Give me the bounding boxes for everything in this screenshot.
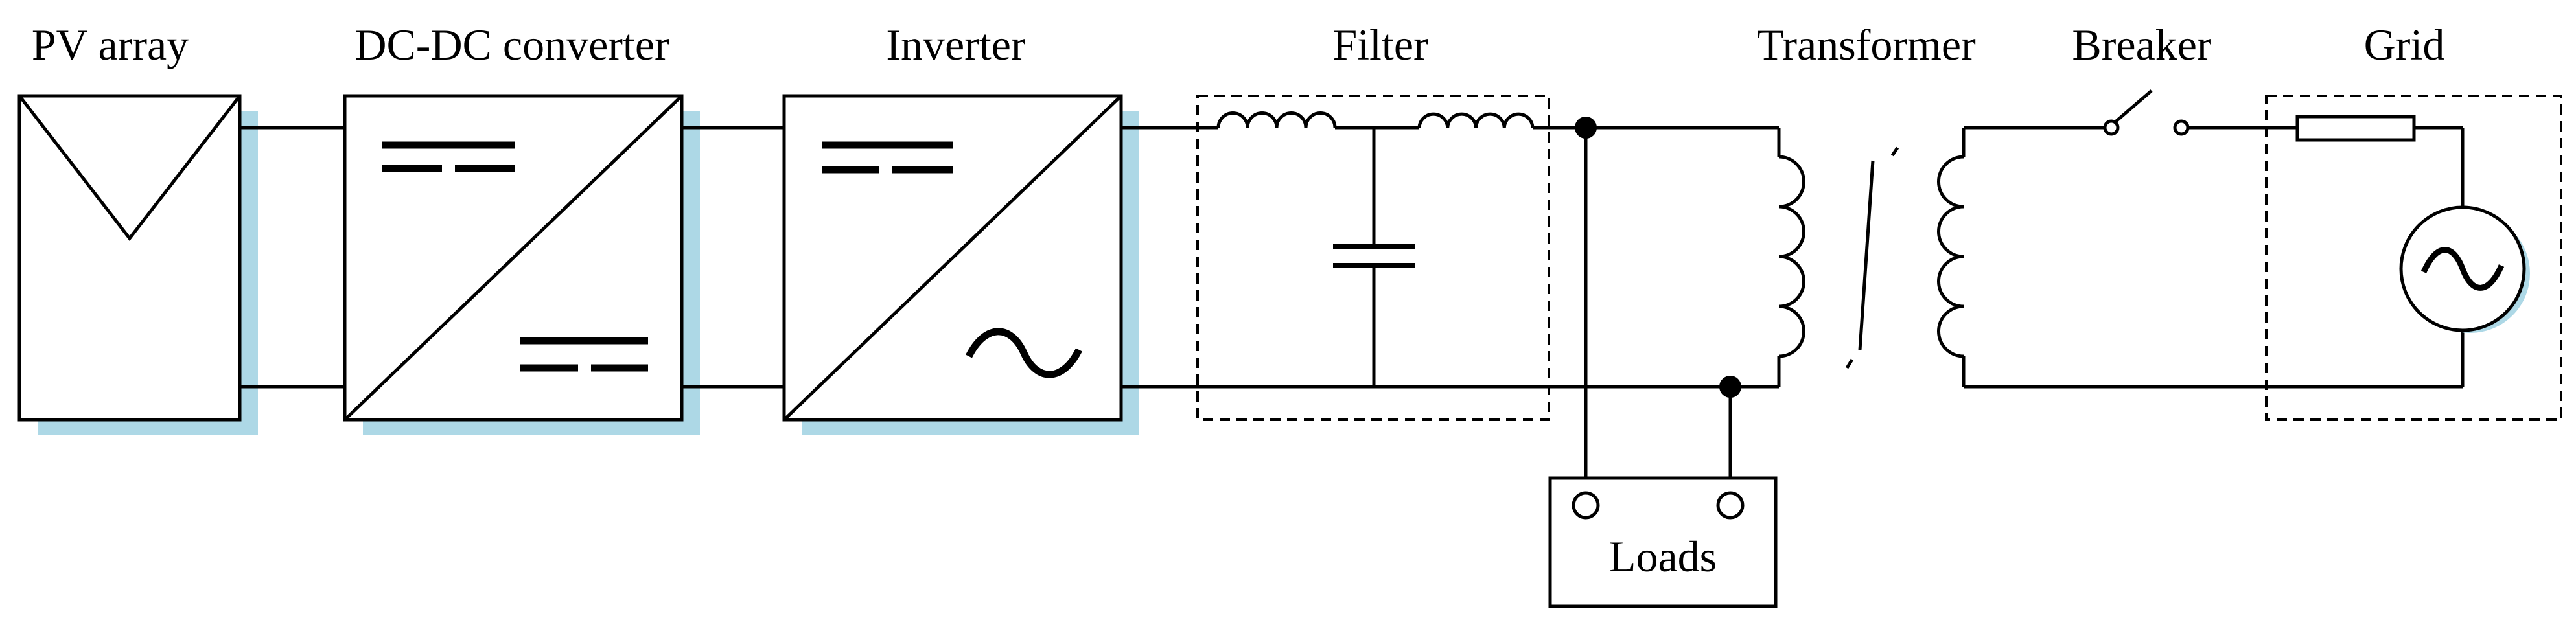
capacitor-icon xyxy=(1333,128,1415,387)
filter-boundary xyxy=(1196,95,1550,421)
label-breaker: Breaker xyxy=(2072,20,2212,69)
solar-panel-icon xyxy=(17,94,258,435)
dc-bus-wires-2 xyxy=(682,126,784,389)
transformer-icon xyxy=(1777,126,2463,389)
grid-boundary xyxy=(2265,95,2562,421)
label-dcdc-converter: DC-DC converter xyxy=(354,20,669,69)
label-inverter: Inverter xyxy=(886,20,1026,69)
resistor-icon xyxy=(2295,115,2416,142)
label-pv-array: PV array xyxy=(32,20,189,69)
inductor-icon xyxy=(1417,112,1535,128)
label-grid: Grid xyxy=(2364,20,2445,69)
inductor-icon xyxy=(1216,111,1337,128)
ac-source-icon xyxy=(2399,205,2530,333)
label-loads: Loads xyxy=(1609,532,1717,581)
switch-icon xyxy=(2103,89,2297,136)
load-tap-wires xyxy=(1584,128,1732,492)
label-transformer: Transformer xyxy=(1757,20,1976,69)
inverter-icon xyxy=(782,94,1139,435)
label-filter: Filter xyxy=(1332,20,1428,69)
dc-bus-wires-1 xyxy=(240,126,345,389)
loads-block: Loads xyxy=(1548,476,1778,608)
dc-dc-converter-icon xyxy=(343,94,700,435)
grid-wires xyxy=(2414,126,2465,387)
ac-wires xyxy=(1121,126,1779,389)
